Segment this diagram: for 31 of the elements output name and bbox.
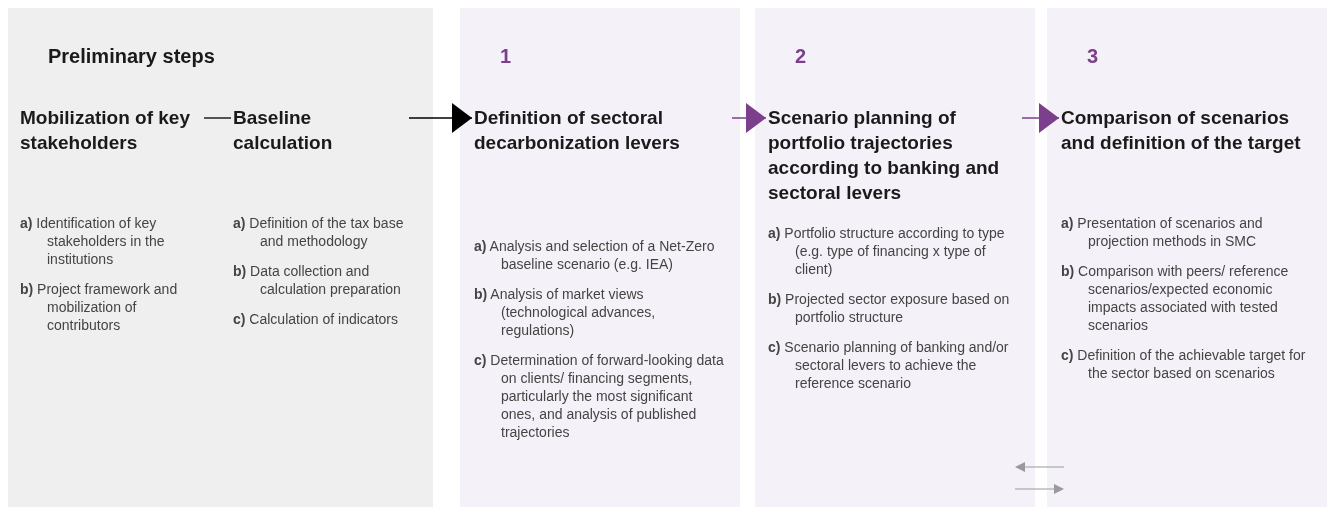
- arrow: [1021, 103, 1060, 133]
- list-item: a) Presentation of scenarios and projection methods in SMC: [1061, 214, 1264, 250]
- list-item: b) Project framework and mobilization of contributors: [20, 280, 179, 334]
- section-heading: Preliminary steps: [48, 44, 215, 68]
- connector-line: [203, 117, 232, 119]
- list-item: c) Determination of forward-looking data on clients/ financing segments, particularly the most significant ones, and analysis of published trajectories: [474, 351, 725, 441]
- step-number: 2: [795, 44, 807, 68]
- arrow: [408, 103, 473, 133]
- step-panel: [1047, 8, 1327, 507]
- step-panel: [8, 8, 433, 507]
- step-heading: Definition of sectoral decarbonization levers: [474, 106, 681, 155]
- list-item: a) Definition of the tax base and methodology: [233, 214, 405, 250]
- list-item: b) Data collection and calculation preparation: [233, 262, 402, 298]
- step-heading: Baseline calculation: [233, 106, 334, 155]
- list-item: a) Analysis and selection of a Net-Zero baseline scenario (e.g. IEA): [474, 237, 716, 273]
- step-panel: [755, 8, 1035, 507]
- list-item: b) Comparison with peers/ reference scenarios/expected economic impacts associated with tested scenarios: [1061, 262, 1290, 334]
- step-number: 3: [1087, 44, 1099, 68]
- step-heading: Comparison of scenarios and definition of the target: [1061, 106, 1302, 155]
- step-heading: Scenario planning of portfolio trajectories according to banking and sectoral levers: [768, 106, 1001, 205]
- list-item: b) Analysis of market views (technological advances, regulations): [474, 285, 657, 339]
- step-heading: Mobilization of key stakeholders: [20, 106, 191, 155]
- list-item: b) Projected sector exposure based on portfolio structure: [768, 290, 1011, 326]
- list-item: c) Calculation of indicators: [233, 310, 399, 328]
- step-panel: [460, 8, 740, 507]
- step-number: 1: [500, 44, 512, 68]
- list-item: a) Identification of key stakeholders in the institutions: [20, 214, 166, 268]
- list-item: a) Portfolio structure according to type (e.g. type of financing x type of client): [768, 224, 1006, 278]
- list-item: c) Scenario planning of banking and/or sectoral levers to achieve the reference scenario: [768, 338, 1010, 392]
- list-item: c) Definition of the achievable target for the sector based on scenarios: [1061, 346, 1307, 382]
- arrow: [731, 103, 767, 133]
